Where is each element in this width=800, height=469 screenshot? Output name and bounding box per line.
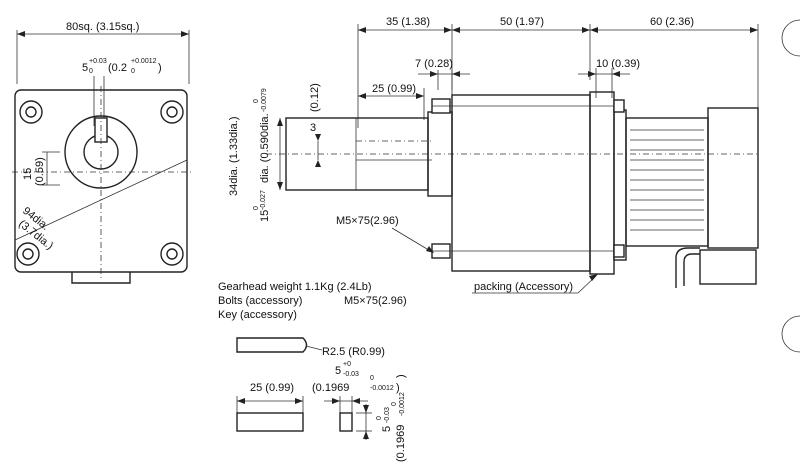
bolts-value: M5×75(2.96) — [344, 295, 407, 307]
bolt-top — [431, 98, 625, 114]
dim-35: 35 (1.38) — [386, 16, 430, 28]
motor-rear — [707, 107, 759, 249]
keyway-inch-close: ) — [158, 62, 162, 74]
dim-7: 7 (0.28) — [415, 58, 453, 70]
terminal-box — [699, 249, 757, 285]
key-width-tol-lower: -0.03 — [343, 371, 359, 378]
key-height-inch: (0.1969 — [395, 425, 407, 462]
key-height-inch-close: ) — [395, 374, 407, 378]
packing-callout: packing (Accessory) — [474, 281, 573, 293]
keyway-inch-main: (0.2 — [108, 62, 127, 74]
gearhead-weight: Gearhead weight 1.1Kg (2.4Lb) — [218, 281, 372, 293]
dim-25: 25 (0.99) — [372, 83, 416, 95]
key-radius: R2.5 (R0.99) — [322, 346, 385, 358]
keyway-tol-upper: +0.03 — [89, 58, 107, 65]
key-side-view — [236, 412, 304, 432]
bolts-label: Bolts (accessory) — [218, 295, 302, 307]
binder-hole-top — [781, 19, 800, 57]
dim-60: 60 (2.36) — [650, 16, 694, 28]
key-length: 25 (0.99) — [250, 382, 294, 394]
mounting-hole-top-left — [19, 100, 43, 124]
key-width-inch-close: ) — [396, 382, 400, 394]
key-top-view — [236, 337, 308, 353]
key-height-inch-tol-upper: 0 — [391, 402, 398, 406]
keyway-tol-lower: 0 — [89, 68, 93, 75]
key-end-view — [339, 412, 353, 432]
key-height-inch-tol-lower: -0.0012 — [399, 392, 406, 416]
dim-34: 34dia. (1.33dia.) — [228, 117, 240, 197]
key-detail: R2.5 (R0.99) 5 +0 -0.03 0 -0.0012 25 (0.… — [236, 337, 407, 462]
key-width-tol-upper: +0 — [343, 361, 351, 368]
shaft-dia-inch: dia. (0.590dia. — [259, 113, 271, 183]
shaft-dia-main: 15 — [259, 210, 271, 222]
key-width-inch: (0.1969 — [312, 382, 349, 394]
key-height-main: 5 — [381, 426, 393, 432]
key-height-tol-upper: 0 — [376, 416, 383, 420]
offset-dim-inch: (0.59) — [34, 157, 46, 186]
dim-10: 10 (0.39) — [596, 58, 640, 70]
shaft-dia-tol-lower: -0.027 — [260, 190, 267, 210]
dim-3: 3 — [310, 122, 316, 134]
bolt-bottom — [431, 243, 625, 259]
key-width-main: 5 — [335, 365, 341, 377]
keyway-inch-tol-lower: 0 — [131, 68, 135, 75]
key-label: Key (accessory) — [218, 309, 297, 321]
side-view: 35 (1.38) 50 (1.97) 60 (2.36) 7 (0.28) 1… — [228, 16, 760, 294]
dim-50: 50 (1.97) — [500, 16, 544, 28]
binder-hole-bottom — [781, 315, 800, 353]
front-width-dim: 80sq. (3.15sq.) — [66, 21, 139, 33]
mounting-hole-bottom-left — [16, 242, 40, 266]
gearhead-body — [451, 94, 591, 272]
keyway-inch-tol-upper: +0.0012 — [131, 58, 157, 65]
mounting-hole-bottom-right — [160, 242, 184, 266]
shaft-dia-tol-upper: 0 — [253, 206, 260, 210]
offset-dim: 15 — [22, 168, 34, 180]
keyway-dim-main: 5 — [82, 62, 88, 74]
key-width-inch-tol-lower: -0.0012 — [370, 385, 394, 392]
mounting-hole-top-right — [160, 100, 184, 124]
key-width-inch-tol-upper: 0 — [370, 375, 374, 382]
key-height-tol-lower: -0.03 — [384, 407, 391, 423]
front-view: 80sq. (3.15sq.) 5 +0.03 0 (0.2 +0.0012 0… — [12, 21, 192, 284]
motor-fins — [625, 117, 709, 247]
dim-012: (0.12) — [309, 83, 321, 112]
notes: Gearhead weight 1.1Kg (2.4Lb) Bolts (acc… — [218, 281, 407, 321]
shaft-dia-inch-tol-upper: 0 — [253, 99, 260, 103]
bolt-callout: M5×75(2.96) — [336, 215, 399, 227]
shaft-dia-inch-tol-lower: -0.0079 — [261, 88, 268, 112]
